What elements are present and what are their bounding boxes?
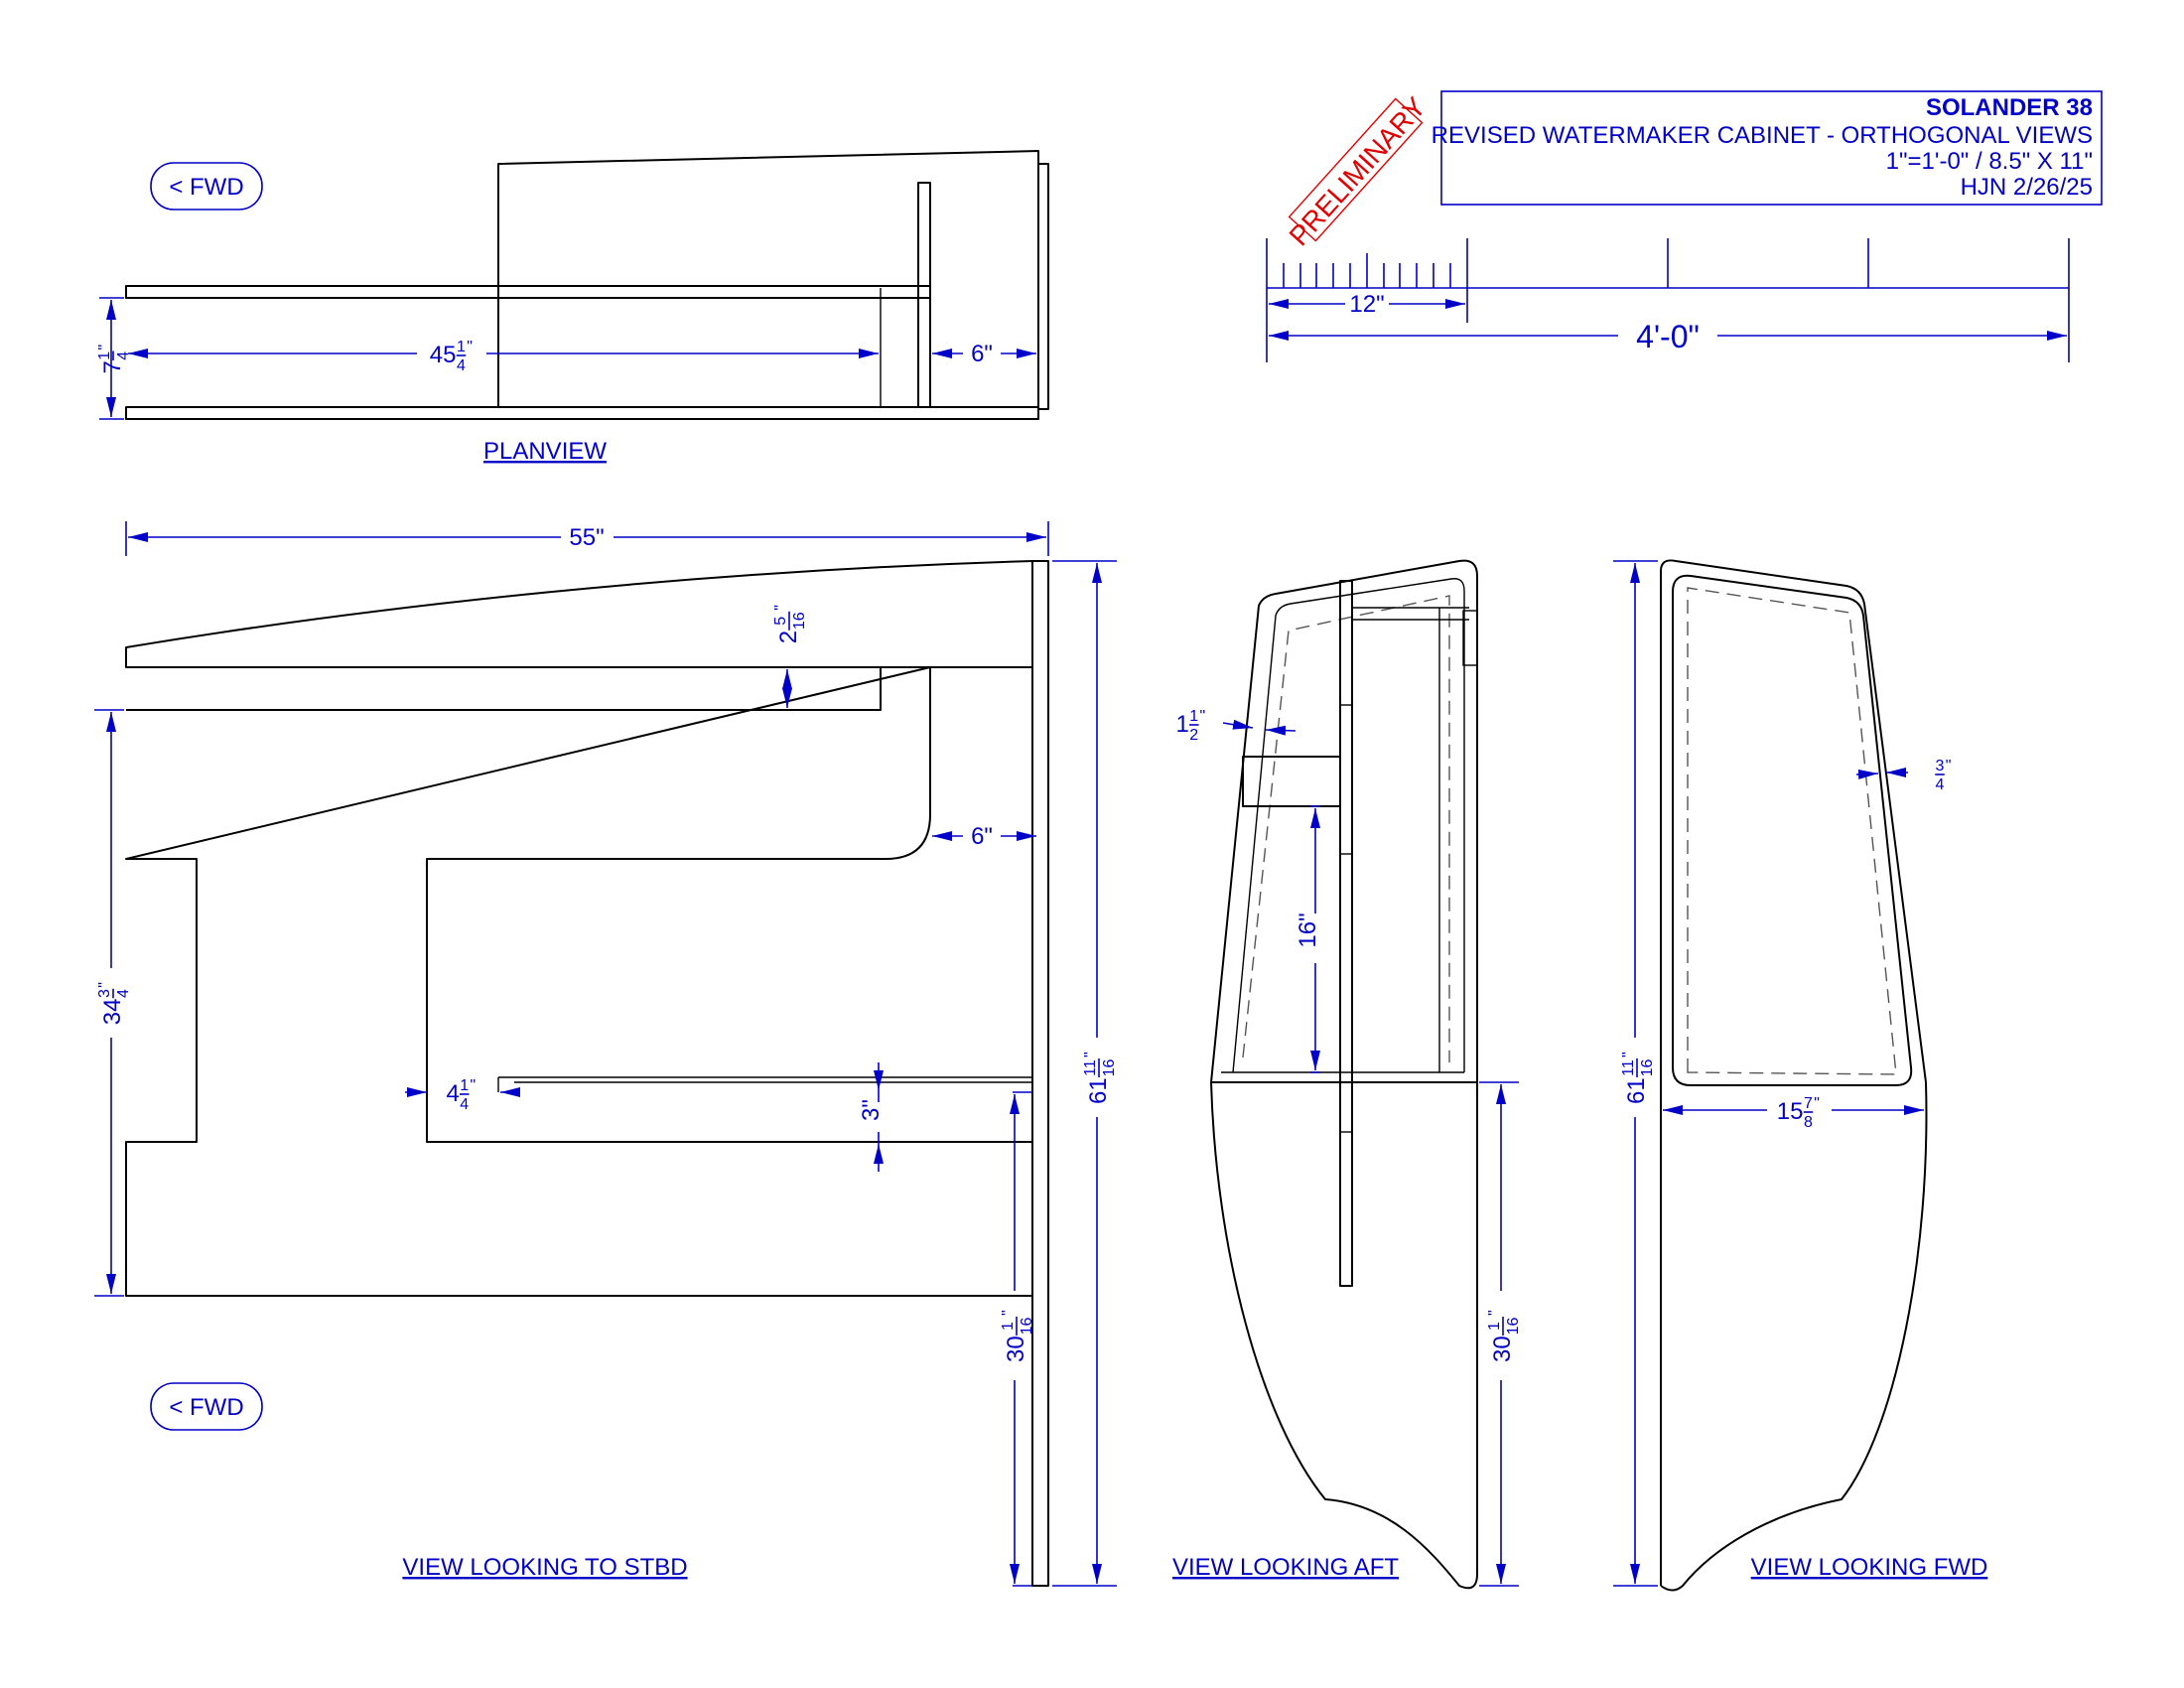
base_height-numerator: 1 bbox=[1000, 1322, 1017, 1331]
preliminary-stamp: PRELIMINARY bbox=[1284, 91, 1433, 252]
plan_length-inch-mark: " bbox=[467, 339, 473, 355]
view-stbd-word-4: STBD bbox=[624, 1554, 688, 1581]
view-fwd-label: VIEW LOOKING FWD bbox=[1751, 1554, 1988, 1581]
scale-long-label: 4'-0" bbox=[1636, 319, 1700, 354]
view-fwd-word-2: LOOKING bbox=[1819, 1554, 1927, 1581]
planview-label: PLANVIEW bbox=[483, 438, 607, 465]
shelf_offset-whole: 4 bbox=[447, 1080, 460, 1107]
fwd_width-whole: 15 bbox=[1777, 1098, 1804, 1125]
aft_base-inch-mark: " bbox=[1486, 1310, 1503, 1316]
plan_length-numerator: 1 bbox=[457, 339, 466, 355]
cabinet_height-numerator: 3 bbox=[96, 989, 113, 998]
view-stbd-word-1: VIEW bbox=[402, 1554, 464, 1581]
cabinet_height-denominator: 4 bbox=[115, 989, 132, 998]
fwd-tag-bottom: < FWD bbox=[150, 1382, 263, 1431]
view-aft-word-2: LOOKING bbox=[1240, 1554, 1348, 1581]
scale-bar-ticks bbox=[1283, 253, 1451, 288]
fwd_width-numerator: 7 bbox=[1804, 1095, 1813, 1112]
total_height-numerator: 11 bbox=[1082, 1059, 1099, 1076]
fwd_three_quarter-inch-mark: " bbox=[1946, 758, 1952, 774]
shelf_offset-inch-mark: " bbox=[471, 1077, 477, 1094]
aft_one_half-whole: 1 bbox=[1176, 711, 1189, 738]
aft-sixteen-dim: 16" bbox=[1295, 913, 1321, 947]
title-drawing: REVISED WATERMAKER CABINET - ORTHOGONAL … bbox=[1432, 122, 2093, 149]
scale-bar: 12" 4'-0" bbox=[1266, 238, 2070, 362]
view-stbd: 55" 6" 3" VIEW LOOKING T bbox=[94, 521, 1117, 1587]
total_height-inch-mark: " bbox=[1082, 1052, 1099, 1057]
plan_length-whole: 45 bbox=[430, 342, 457, 368]
aft_base-numerator: 1 bbox=[1486, 1322, 1503, 1331]
fwd_total-denominator: 16 bbox=[1639, 1059, 1656, 1077]
view-stbd-word-3: TO bbox=[585, 1554, 617, 1581]
view-fwd-word-3: FWD bbox=[1934, 1554, 1988, 1581]
fwd_width-inch-mark: " bbox=[1814, 1095, 1820, 1112]
fwd_three_quarter-denominator: 4 bbox=[1936, 776, 1945, 793]
fwd-tag-bottom-text: < FWD bbox=[169, 1394, 243, 1421]
scale-short-label: 12" bbox=[1349, 291, 1384, 318]
side-six-dim: 6" bbox=[971, 823, 993, 850]
top_gap-inch-mark: " bbox=[772, 605, 789, 611]
top_gap-denominator: 16 bbox=[791, 612, 808, 630]
fwd_total-whole: 61 bbox=[1623, 1077, 1650, 1104]
view-aft-label: VIEW LOOKING AFT bbox=[1172, 1554, 1399, 1581]
aft_one_half-inch-mark: " bbox=[1200, 708, 1206, 725]
view-aft-word-1: VIEW bbox=[1172, 1554, 1234, 1581]
plan_depth-inch-mark: " bbox=[96, 345, 113, 351]
fwd_width-denominator: 8 bbox=[1804, 1114, 1813, 1131]
view-stbd-label: VIEW LOOKING TO STBD bbox=[402, 1554, 687, 1581]
title-project: SOLANDER 38 bbox=[1926, 94, 2093, 121]
fwd-tag-top: < FWD bbox=[150, 162, 263, 211]
total_height-whole: 61 bbox=[1085, 1077, 1112, 1104]
view-aft-word-3: AFT bbox=[1354, 1554, 1400, 1581]
total_height-denominator: 16 bbox=[1101, 1059, 1118, 1077]
aft_one_half-numerator: 1 bbox=[1189, 708, 1198, 725]
aft_base-whole: 30 bbox=[1489, 1336, 1516, 1362]
title-block: SOLANDER 38 REVISED WATERMAKER CABINET -… bbox=[1432, 90, 2103, 206]
plan_length-denominator: 4 bbox=[457, 357, 466, 374]
base_height-whole: 30 bbox=[1003, 1336, 1029, 1362]
shelf_offset-numerator: 1 bbox=[460, 1077, 469, 1094]
cabinet_height-whole: 34 bbox=[99, 999, 126, 1026]
fwd-tag-top-text: < FWD bbox=[169, 174, 243, 201]
base_height-inch-mark: " bbox=[1000, 1310, 1017, 1316]
fwd_three_quarter-numerator: 3 bbox=[1936, 758, 1945, 774]
fwd_total-numerator: 11 bbox=[1620, 1059, 1637, 1076]
plan_depth-whole: 7 bbox=[99, 360, 126, 373]
title-author-date: HJN 2/26/25 bbox=[1961, 174, 2093, 201]
plan-six-dim: 6" bbox=[971, 341, 993, 367]
base_height-denominator: 16 bbox=[1019, 1318, 1035, 1336]
overall-length-dim: 55" bbox=[569, 524, 604, 551]
view-fwd-word-1: VIEW bbox=[1751, 1554, 1813, 1581]
fwd_total-inch-mark: " bbox=[1620, 1052, 1637, 1057]
top_gap-numerator: 5 bbox=[772, 617, 789, 626]
fwd-three-quarter-dim: 3 4" bbox=[1935, 758, 1951, 793]
view-stbd-word-2: LOOKING bbox=[470, 1554, 578, 1581]
view-fwd: VIEW LOOKING FWD bbox=[1613, 559, 1988, 1592]
preliminary-text: PRELIMINARY bbox=[1284, 91, 1433, 252]
shelf_offset-denominator: 4 bbox=[460, 1096, 469, 1113]
plan-view: 6" PLANVIEW bbox=[99, 150, 1049, 465]
cabinet_height-inch-mark: " bbox=[96, 982, 113, 988]
plan_depth-numerator: 1 bbox=[96, 352, 113, 360]
shelf-three-dim: 3" bbox=[858, 1099, 885, 1121]
aft_base-denominator: 16 bbox=[1505, 1318, 1522, 1336]
view-aft: 16" VIEW LOOKING AFT bbox=[1172, 559, 1519, 1590]
top_gap-whole: 2 bbox=[775, 631, 802, 643]
aft_one_half-denominator: 2 bbox=[1189, 727, 1198, 744]
plan_depth-denominator: 4 bbox=[115, 352, 132, 360]
title-scale: 1"=1'-0" / 8.5" X 11" bbox=[1886, 148, 2093, 175]
